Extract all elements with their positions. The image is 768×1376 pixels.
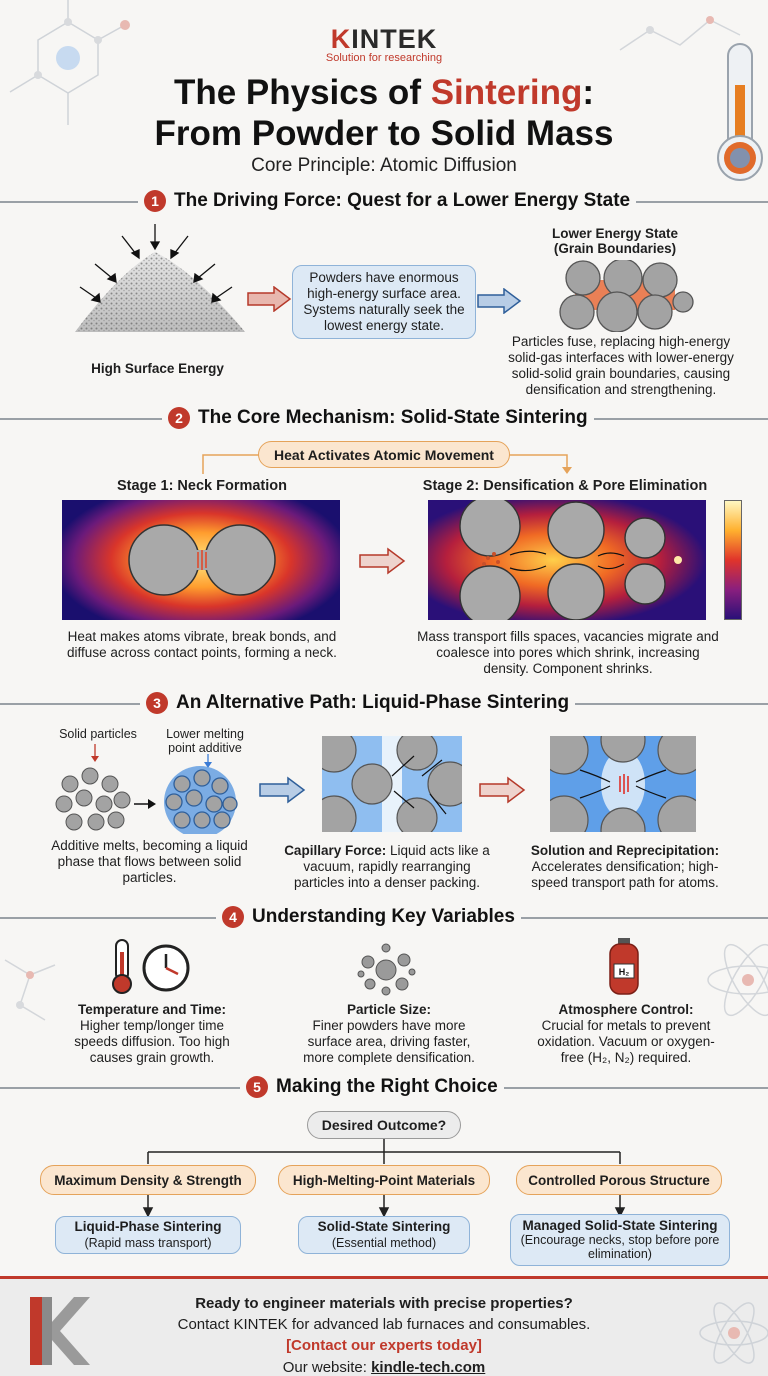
heat-activation-label: Heat Activates Atomic Movement bbox=[258, 441, 510, 468]
reprecipitation-illustration bbox=[550, 736, 696, 832]
desired-outcome-question: Desired Outcome? bbox=[307, 1111, 461, 1139]
arrow-right-icon bbox=[359, 547, 406, 575]
contact-experts-link[interactable]: [Contact our experts today] bbox=[286, 1337, 482, 1354]
lower-energy-label: Lower Energy State(Grain Boundaries) bbox=[551, 226, 679, 256]
brand-logo: KINTEK bbox=[330, 24, 438, 54]
svg-text:H₂: H₂ bbox=[619, 967, 630, 977]
outcome-high-melting: High-Melting-Point Materials bbox=[278, 1165, 490, 1195]
fused-particles-illustration bbox=[559, 260, 694, 332]
molecule-icon bbox=[619, 16, 741, 51]
footer-banner: Ready to engineer materials with precise… bbox=[0, 1276, 768, 1376]
molecule-icon bbox=[4, 959, 56, 1021]
thermometer-icon bbox=[717, 43, 763, 181]
reprecipitation-caption: Solution and Reprecipitation: Accelerate… bbox=[530, 843, 720, 890]
arrow-right-icon bbox=[259, 776, 306, 804]
capillary-caption: Capillary Force: Liquid acts like a vacu… bbox=[284, 843, 490, 890]
arrow-right-icon bbox=[479, 776, 526, 804]
method-liquid-phase: Liquid-Phase Sintering(Rapid mass transp… bbox=[55, 1216, 241, 1254]
page-title: The Physics of Sintering: From Powder to… bbox=[154, 73, 614, 153]
molecule-icon bbox=[9, 0, 130, 125]
variable-particle-size: Particle Size:Finer powders have more su… bbox=[303, 1002, 475, 1065]
atom-icon bbox=[699, 1302, 768, 1364]
arrow-right-icon bbox=[247, 286, 292, 312]
stage-1-title: Stage 1: Neck Formation bbox=[116, 478, 287, 494]
solid-particles-label: Solid particles bbox=[59, 727, 137, 741]
particle-size-icon bbox=[357, 943, 416, 996]
decision-tree-connectors bbox=[142, 1138, 626, 1218]
brand-tagline: Solution for researching bbox=[325, 52, 443, 64]
heat-connector-lines bbox=[202, 454, 572, 474]
additive-melts-caption: Additive melts, becoming a liquid phase … bbox=[51, 838, 248, 885]
energy-info-box: Powders have enormous high-energy surfac… bbox=[292, 265, 476, 339]
kintek-logo-mark bbox=[30, 1297, 90, 1365]
atom-icon bbox=[707, 943, 768, 1017]
thermometer-clock-icon bbox=[112, 939, 190, 994]
stage-2-caption: Mass transport fills spaces, vacancies m… bbox=[417, 629, 719, 676]
footer-website: Our website: kindle-tech.com bbox=[282, 1359, 486, 1376]
fusion-caption: Particles fuse, replacing high-energy so… bbox=[508, 334, 734, 397]
densification-heatmap bbox=[428, 500, 706, 620]
footer-headline: Ready to engineer materials with precise… bbox=[195, 1295, 573, 1312]
temperature-scale-bar bbox=[724, 500, 742, 620]
website-link[interactable]: kindle-tech.com bbox=[371, 1359, 486, 1376]
stage-2-title: Stage 2: Densification & Pore Eliminatio… bbox=[422, 478, 708, 494]
variable-temperature: Temperature and Time:Higher temp/longer … bbox=[74, 1002, 230, 1065]
arrow-right-icon bbox=[477, 288, 522, 314]
method-managed-solid-state: Managed Solid-State Sintering(Encourage … bbox=[510, 1214, 730, 1266]
outcome-max-density: Maximum Density & Strength bbox=[40, 1165, 256, 1195]
powder-label: High Surface Energy bbox=[91, 361, 224, 376]
page-subtitle: Core Principle: Atomic Diffusion bbox=[251, 155, 517, 176]
capillary-force-illustration bbox=[322, 736, 462, 832]
variable-atmosphere: Atmosphere Control:Crucial for metals to… bbox=[537, 1002, 715, 1065]
method-solid-state: Solid-State Sintering(Essential method) bbox=[298, 1216, 470, 1254]
neck-formation-heatmap bbox=[62, 500, 340, 620]
gas-cylinder-icon: H₂ bbox=[609, 938, 639, 995]
footer-subline: Contact KINTEK for advanced lab furnaces… bbox=[177, 1316, 591, 1333]
powder-pile-illustration bbox=[75, 224, 245, 332]
liquid-phase-particles-illustration bbox=[55, 744, 238, 834]
stage-1-caption: Heat makes atoms vibrate, break bonds, a… bbox=[67, 629, 337, 660]
outcome-porous-structure: Controlled Porous Structure bbox=[516, 1165, 722, 1195]
